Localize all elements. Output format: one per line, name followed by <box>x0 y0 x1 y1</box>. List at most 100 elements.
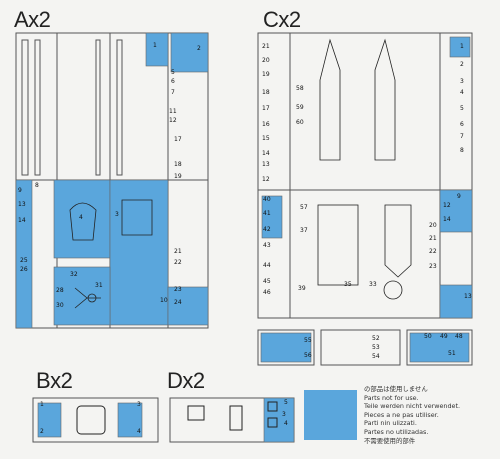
svg-text:5: 5 <box>171 69 175 76</box>
svg-text:4: 4 <box>137 428 141 435</box>
svg-text:2: 2 <box>197 45 201 52</box>
svg-text:17: 17 <box>174 136 182 143</box>
unused-parts-swatch <box>304 390 357 440</box>
svg-text:58: 58 <box>296 85 304 92</box>
svg-text:37: 37 <box>300 227 308 234</box>
svg-text:11: 11 <box>169 108 177 115</box>
svg-text:49: 49 <box>440 333 448 340</box>
svg-text:19: 19 <box>262 71 270 78</box>
svg-text:31: 31 <box>95 282 103 289</box>
sprue-label-b: Bx2 <box>36 368 73 393</box>
svg-text:56: 56 <box>304 352 312 359</box>
svg-text:2: 2 <box>40 428 44 435</box>
svg-text:7: 7 <box>171 89 175 96</box>
svg-text:44: 44 <box>263 262 271 269</box>
legend-line-jp: の部品は使用しません <box>364 385 428 393</box>
svg-text:30: 30 <box>56 302 64 309</box>
svg-text:32: 32 <box>70 271 78 278</box>
part-a-1-unused <box>145 32 169 67</box>
svg-text:4: 4 <box>284 420 288 427</box>
svg-text:41: 41 <box>263 210 271 217</box>
legend-line-de: Teile werden nicht verwendet. <box>364 402 461 411</box>
sprue-label-c: Cx2 <box>263 7 301 32</box>
legend-line-fr: Pieces a ne pas utiliser. <box>364 410 439 419</box>
svg-text:57: 57 <box>300 204 308 211</box>
svg-text:42: 42 <box>263 226 271 233</box>
svg-text:52: 52 <box>372 335 380 342</box>
sprue-c-frame <box>257 32 473 319</box>
part-number-labels: 1 2 3 4 5 6 7 8 9 10 11 12 13 14 17 18 1… <box>18 42 472 435</box>
svg-text:40: 40 <box>263 196 271 203</box>
svg-text:3: 3 <box>282 411 286 418</box>
sprue-label-d: Dx2 <box>167 368 205 393</box>
svg-text:43: 43 <box>263 242 271 249</box>
svg-text:16: 16 <box>262 121 270 128</box>
legend-text: の部品は使用しません Parts not for use. Teile werd… <box>364 385 460 445</box>
svg-text:50: 50 <box>424 333 432 340</box>
part-c-55-56-unused <box>260 332 312 363</box>
svg-text:21: 21 <box>174 248 182 255</box>
svg-text:23: 23 <box>429 263 437 270</box>
svg-text:5: 5 <box>284 399 288 406</box>
svg-text:39: 39 <box>298 285 306 292</box>
svg-text:12: 12 <box>262 176 270 183</box>
svg-text:12: 12 <box>443 202 451 209</box>
svg-text:54: 54 <box>372 353 380 360</box>
sprue-c-outlines <box>317 38 412 300</box>
svg-text:13: 13 <box>464 293 472 300</box>
svg-text:53: 53 <box>372 344 380 351</box>
svg-text:10: 10 <box>160 297 168 304</box>
sprue-c-sub-frame-1 <box>257 329 315 366</box>
svg-text:20: 20 <box>262 57 270 64</box>
svg-text:15: 15 <box>262 135 270 142</box>
svg-text:5: 5 <box>460 105 464 112</box>
sprue-label-a: Ax2 <box>14 7 51 32</box>
svg-text:21: 21 <box>429 235 437 242</box>
svg-text:22: 22 <box>174 259 182 266</box>
legend-line-it: Parti nin ulizzati. <box>364 419 417 428</box>
part-a-2-unused <box>170 32 209 73</box>
svg-text:46: 46 <box>263 289 271 296</box>
svg-text:55: 55 <box>304 337 312 344</box>
sprue-c-unused-parts <box>261 36 473 319</box>
svg-text:9: 9 <box>18 187 22 194</box>
svg-text:45: 45 <box>263 278 271 285</box>
svg-text:8: 8 <box>35 182 39 189</box>
svg-text:4: 4 <box>79 214 83 221</box>
sprue-c-sub-frame-3 <box>406 329 473 366</box>
svg-text:26: 26 <box>20 266 28 273</box>
svg-text:33: 33 <box>369 281 377 288</box>
sprue-a-outlines <box>69 199 153 309</box>
svg-text:6: 6 <box>460 121 464 128</box>
svg-text:25: 25 <box>20 257 28 264</box>
sprue-c-sub-frame-2 <box>320 329 401 366</box>
svg-text:18: 18 <box>262 89 270 96</box>
svg-text:1: 1 <box>460 43 464 50</box>
legend-line-en: Parts not for use. <box>364 393 419 402</box>
svg-text:14: 14 <box>18 217 26 224</box>
svg-text:3: 3 <box>460 78 464 85</box>
sprue-d-frame <box>169 397 295 443</box>
legend-line-cn: 不需要使用的部件 <box>364 436 416 445</box>
svg-text:1: 1 <box>153 42 157 49</box>
svg-text:13: 13 <box>18 201 26 208</box>
part-c-48-51-unused <box>409 332 470 363</box>
svg-text:51: 51 <box>448 350 456 357</box>
part-a-3-unused <box>109 179 169 326</box>
svg-text:12: 12 <box>169 117 177 124</box>
sprue-b-frame <box>32 397 159 443</box>
svg-text:48: 48 <box>455 333 463 340</box>
svg-text:13: 13 <box>262 161 270 168</box>
svg-text:6: 6 <box>171 78 175 85</box>
svg-text:17: 17 <box>262 105 270 112</box>
svg-text:4: 4 <box>460 89 464 96</box>
svg-text:35: 35 <box>344 281 352 288</box>
svg-text:14: 14 <box>443 216 451 223</box>
svg-text:28: 28 <box>56 287 64 294</box>
sprue-a-unused-parts <box>15 32 209 329</box>
svg-text:21: 21 <box>262 43 270 50</box>
svg-text:14: 14 <box>262 150 270 157</box>
svg-text:1: 1 <box>40 401 44 408</box>
svg-text:24: 24 <box>174 299 182 306</box>
svg-text:8: 8 <box>460 147 464 154</box>
